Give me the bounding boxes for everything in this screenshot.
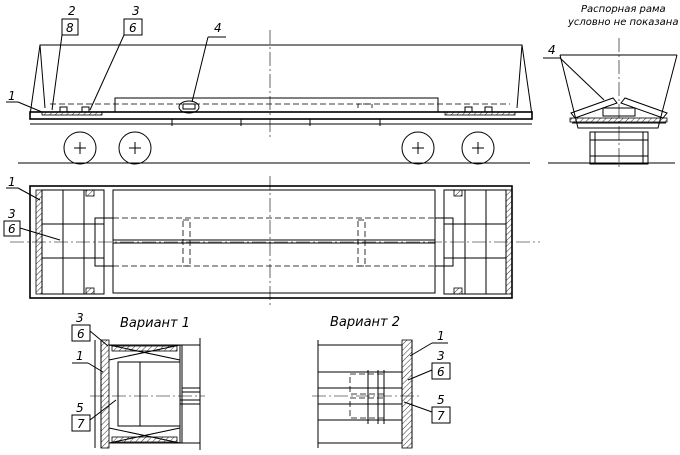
- wheel: [118, 131, 152, 165]
- note-line-1: Распорная рама: [581, 4, 666, 15]
- callout-3: 3: [132, 4, 140, 18]
- wheel: [401, 131, 435, 165]
- end-view: Распорная рама условно не показана 4: [543, 4, 678, 170]
- car-body-outline: [29, 44, 533, 116]
- v2-callout-1: 1: [437, 329, 445, 343]
- v1-callout-6-box: [71, 324, 91, 342]
- cargo-load: [114, 97, 439, 113]
- callout-6-box: [123, 18, 143, 36]
- coil-lower: [112, 242, 436, 294]
- top-callout-3: 3: [8, 207, 16, 221]
- v1-callout-5: 5: [76, 401, 84, 415]
- callout-2: 2: [68, 4, 76, 18]
- v2-callout-6: 6: [437, 365, 445, 379]
- variant2-title: Вариант 2: [330, 315, 400, 330]
- v1-callout-7-box: [71, 414, 91, 432]
- coil-upper: [112, 189, 436, 241]
- top-callout-6: 6: [8, 222, 16, 236]
- v1-callout-3: 3: [76, 311, 84, 325]
- end-view-body: [559, 54, 678, 129]
- wheel: [63, 131, 97, 165]
- top-callout-1: 1: [8, 175, 16, 189]
- end-view-bogie: [589, 131, 649, 165]
- v2-callout-5: 5: [437, 393, 445, 407]
- v1-callout-6: 6: [77, 327, 85, 341]
- element-4-highlight: [178, 100, 200, 114]
- variant2-detail: Вариант 2 1 3 6 5 7: [312, 315, 451, 449]
- v1-callout-7: 7: [77, 417, 85, 431]
- note-line-2: условно не показана: [567, 17, 678, 28]
- v2-callout-7-box: [431, 406, 451, 424]
- side-view: 1 2 8 3 6 4: [6, 4, 533, 165]
- callout-1: 1: [8, 89, 16, 103]
- variant1-detail: Вариант 1 3 6 1 5 7: [71, 311, 205, 450]
- callout-6: 6: [129, 21, 137, 35]
- v1-callout-1: 1: [76, 349, 84, 363]
- callout-4: 4: [214, 21, 222, 35]
- top-view: 1 3 6: [3, 175, 540, 305]
- variant1-title: Вариант 1: [120, 316, 190, 331]
- end-callout-4: 4: [548, 43, 556, 57]
- v2-callout-7: 7: [437, 409, 445, 423]
- v2-callout-3: 3: [437, 349, 445, 363]
- v2-callout-6-box: [431, 362, 451, 380]
- callout-8-box: [61, 18, 79, 36]
- callout-8: 8: [66, 21, 74, 35]
- wheel: [461, 131, 495, 165]
